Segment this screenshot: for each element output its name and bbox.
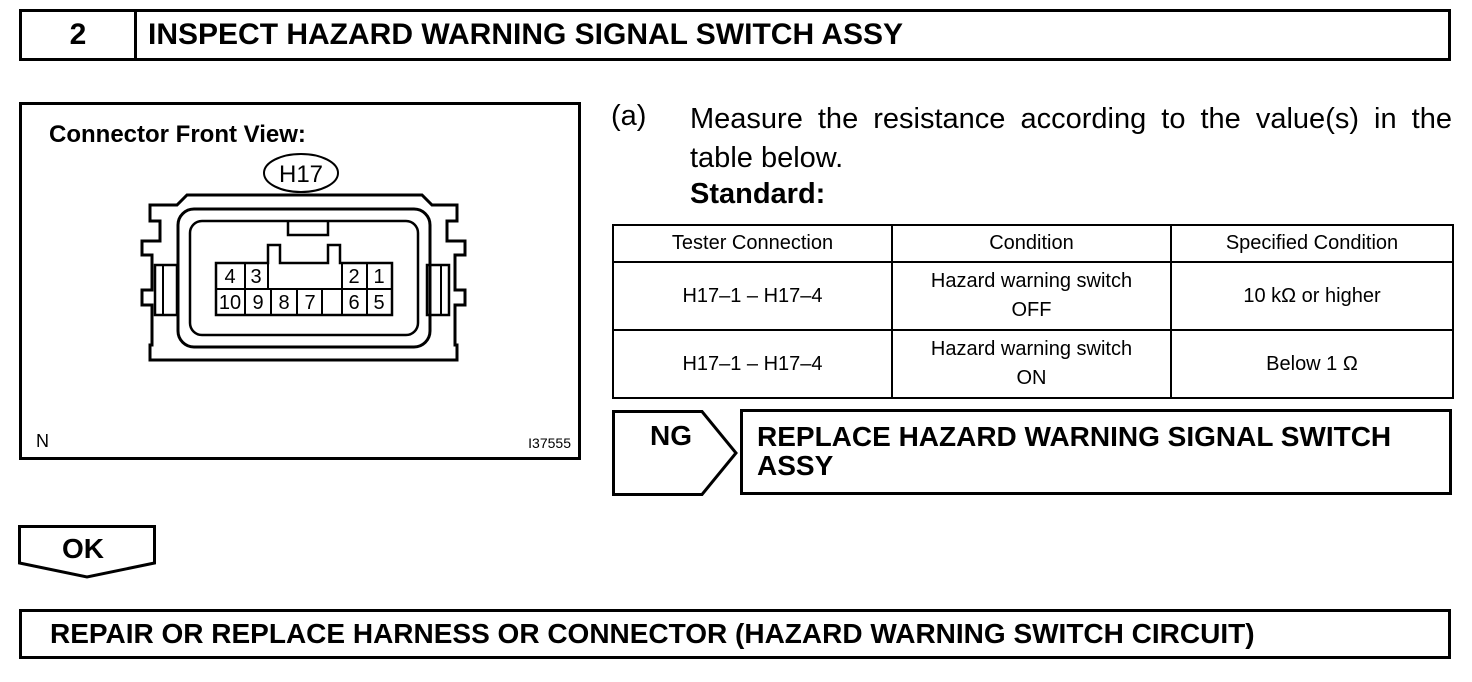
condition-line: Hazard warning switch bbox=[930, 270, 1133, 292]
cell-specified: Below 1 Ω bbox=[1170, 329, 1454, 399]
ng-action-box: REPLACE HAZARD WARNING SIGNAL SWITCH ASS… bbox=[740, 409, 1452, 495]
connector-id: H17 bbox=[279, 161, 323, 188]
step-title: INSPECT HAZARD WARNING SIGNAL SWITCH ASS… bbox=[148, 18, 904, 51]
condition-state: OFF bbox=[1011, 299, 1052, 321]
table-header-row: Tester Connection Condition Specified Co… bbox=[612, 224, 1454, 263]
pin-8: 8 bbox=[278, 292, 289, 314]
illustration-corner-mark: N bbox=[36, 431, 49, 451]
ng-action-text: REPLACE HAZARD WARNING SIGNAL SWITCH ASS… bbox=[757, 422, 1391, 480]
pin-grid-outline bbox=[214, 243, 394, 317]
step-header: 2 INSPECT HAZARD WARNING SIGNAL SWITCH A… bbox=[19, 9, 1451, 61]
connector-key bbox=[286, 221, 330, 237]
pin-7: 7 bbox=[304, 292, 315, 314]
pin-9: 9 bbox=[252, 292, 263, 314]
step-number: 2 bbox=[22, 12, 137, 58]
illustration-code: I37555 bbox=[528, 435, 571, 451]
ok-arrow-tag bbox=[18, 525, 156, 579]
connector-housing bbox=[140, 193, 467, 362]
ng-action-line: REPLACE HAZARD WARNING SIGNAL SWITCH bbox=[757, 421, 1392, 452]
ng-arrow-tag bbox=[612, 410, 738, 496]
connector-inner-frame bbox=[176, 207, 432, 349]
header-specified-condition: Specified Condition bbox=[1170, 224, 1454, 263]
ok-label: OK bbox=[62, 533, 104, 564]
cell-condition: Hazard warning switch ON bbox=[891, 329, 1172, 399]
header-condition: Condition bbox=[891, 224, 1172, 263]
instruction-marker: (a) bbox=[611, 100, 647, 132]
left-latch bbox=[153, 263, 179, 317]
pin-3: 3 bbox=[250, 266, 261, 288]
cell-condition: Hazard warning switch OFF bbox=[891, 261, 1172, 331]
cell-specified: 10 kΩ or higher bbox=[1170, 261, 1454, 331]
pin-6: 6 bbox=[348, 292, 359, 314]
final-action-box: REPAIR OR REPLACE HARNESS OR CONNECTOR (… bbox=[19, 609, 1451, 659]
ng-action-line: ASSY bbox=[757, 450, 834, 481]
connector-illustration: 4 3 2 1 10 9 8 7 6 5 H17 Connector Front… bbox=[19, 102, 581, 460]
table-row: H17–1 – H17–4 Hazard warning switch OFF … bbox=[612, 261, 1454, 331]
ng-label: NG bbox=[650, 420, 692, 451]
illustration-title: Connector Front View: bbox=[49, 121, 306, 148]
pin-4: 4 bbox=[224, 266, 235, 288]
pin-2: 2 bbox=[348, 266, 359, 288]
right-latch bbox=[425, 263, 451, 317]
table-row: H17–1 – H17–4 Hazard warning switch ON B… bbox=[612, 329, 1454, 399]
pin-5: 5 bbox=[373, 292, 384, 314]
spec-table: Tester Connection Condition Specified Co… bbox=[612, 224, 1454, 399]
condition-state: ON bbox=[1016, 367, 1047, 389]
condition-line: Hazard warning switch bbox=[930, 338, 1133, 360]
header-tester-connection: Tester Connection bbox=[612, 224, 893, 263]
pin-1: 1 bbox=[373, 266, 384, 288]
cell-connection: H17–1 – H17–4 bbox=[612, 261, 893, 331]
final-action-text: REPAIR OR REPLACE HARNESS OR CONNECTOR (… bbox=[50, 618, 1255, 649]
standard-label: Standard: bbox=[690, 178, 826, 210]
connector-id-oval bbox=[263, 153, 339, 193]
connector-drawing: 4 3 2 1 10 9 8 7 6 5 H17 bbox=[140, 153, 467, 362]
cell-connection: H17–1 – H17–4 bbox=[612, 329, 893, 399]
pin-10: 10 bbox=[219, 292, 241, 314]
instruction-text: Measure the resistance according to the … bbox=[690, 103, 1452, 174]
